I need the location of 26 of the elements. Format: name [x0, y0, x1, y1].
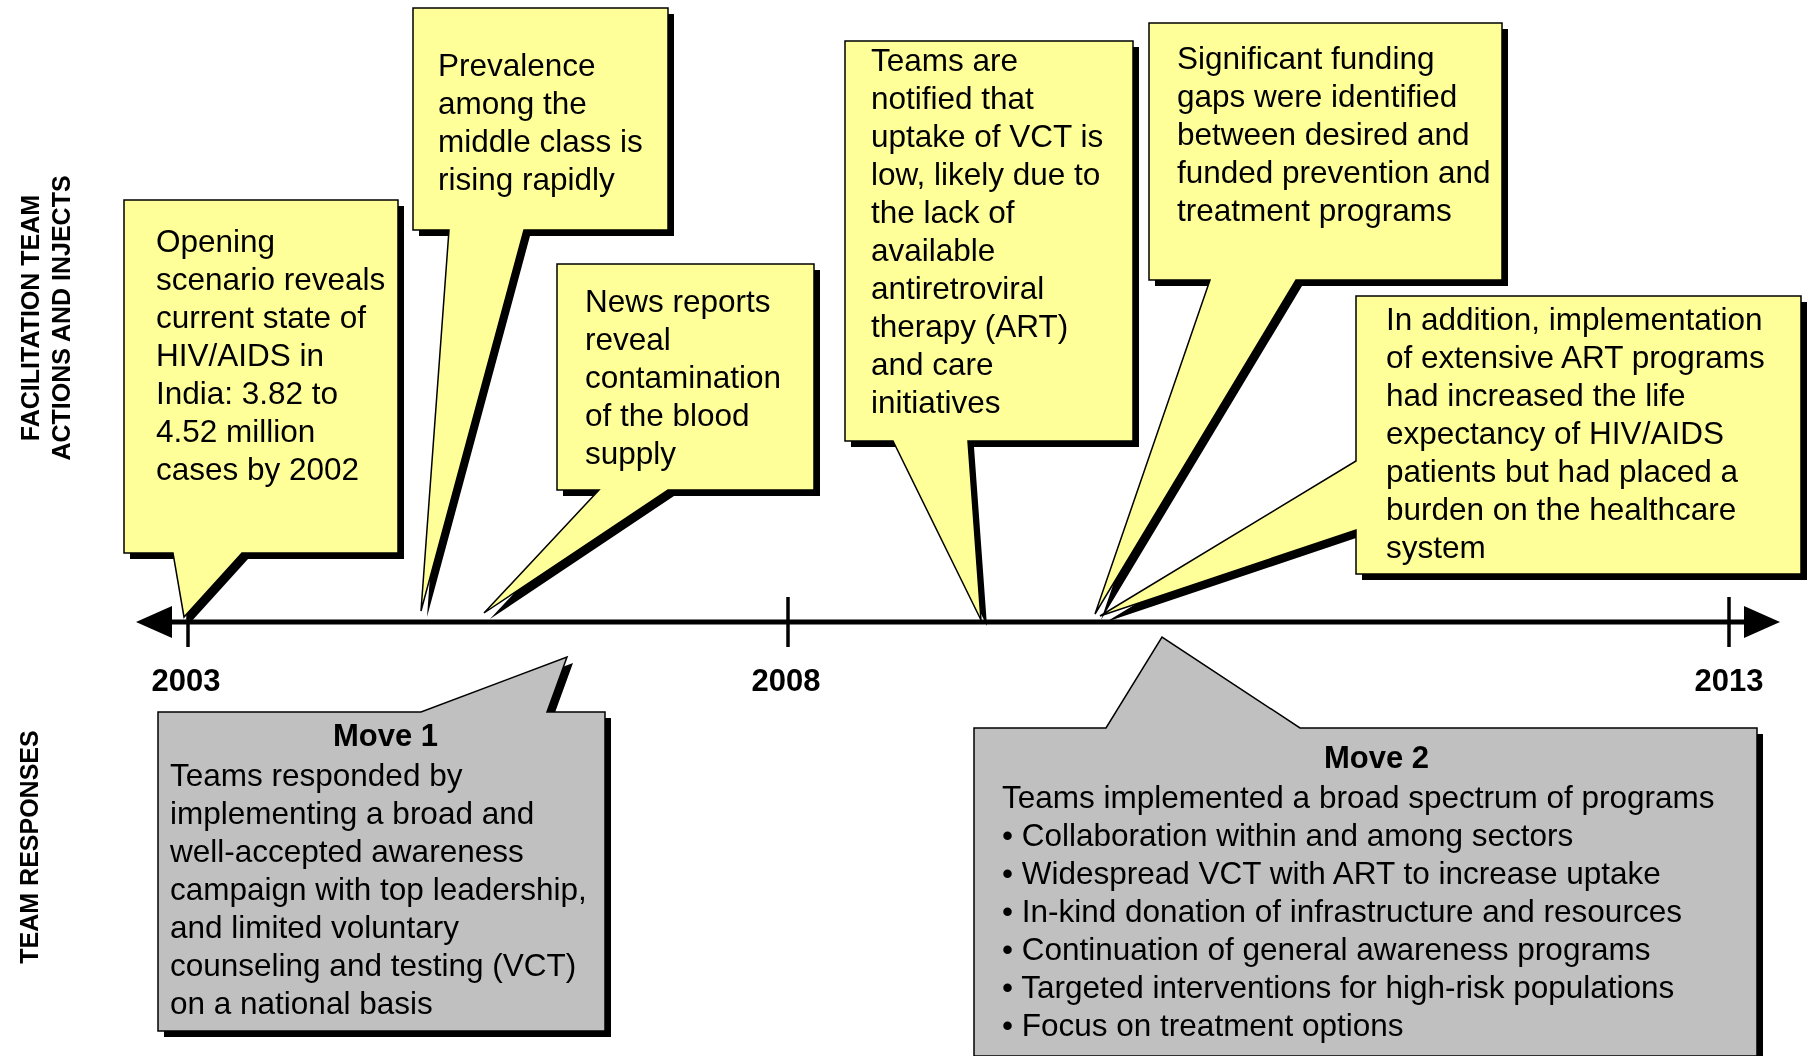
bullet-item: • Focus on treatment options [1002, 1006, 1405, 1044]
year-label: 2008 [751, 663, 821, 699]
callout-text: Prevalence among the middle class is rising rapidly [438, 46, 644, 198]
move-heading: Move 1 [331, 717, 440, 755]
callout-text: News reports reveal contamination of the blood supply [585, 282, 783, 472]
bullet-item: • In-kind donation of infrastructure and resources [1002, 892, 1683, 930]
bullet-item: • Targeted interventions for high-risk populations [1002, 968, 1676, 1006]
bullet-item: • Widespread VCT with ART to increase uptake [1002, 854, 1662, 892]
callout-box [1100, 296, 1807, 622]
callout-box [484, 264, 820, 619]
callout-text: Opening scenario reveals current state of HIV/AIDS in India: 3.82 to 4.52 million cases by 2002 [156, 222, 386, 488]
bullet-item: • Collaboration within and among sectors [1002, 816, 1575, 854]
callout-box [845, 41, 1139, 626]
move-heading: Move 2 [1322, 739, 1431, 777]
section-label: TEAM RESPONSES [13, 730, 44, 964]
section-label: FACILITATION TEAM ACTIONS AND INJECTS [15, 174, 76, 463]
callout-text: Teams responded by implementing a broad and well-accepted awareness campaign with top leadership, and limited voluntary counseling and testing (VCT) on a national basis [170, 756, 588, 1022]
bullet-item: • Continuation of general awareness programs [1002, 930, 1652, 968]
year-label: 2013 [1694, 663, 1764, 699]
callout-text: Teams implemented a broad spectrum of programs [1002, 778, 1716, 816]
callout-text: Teams are notified that uptake of VCT is low, likely due to the lack of available antiretroviral therapy (ART) and care initiatives [871, 41, 1105, 421]
callout-text: In addition, implementation of extensive ART programs had increased the life expectancy of HIV/AIDS patients but had placed a burden on the healthcare system [1386, 300, 1766, 566]
callout-text: Significant funding gaps were identified between desired and funded prevention and treatment programs [1177, 39, 1492, 229]
year-label: 2003 [151, 663, 221, 699]
callout-box [974, 637, 1763, 1056]
callout-box [124, 200, 404, 623]
